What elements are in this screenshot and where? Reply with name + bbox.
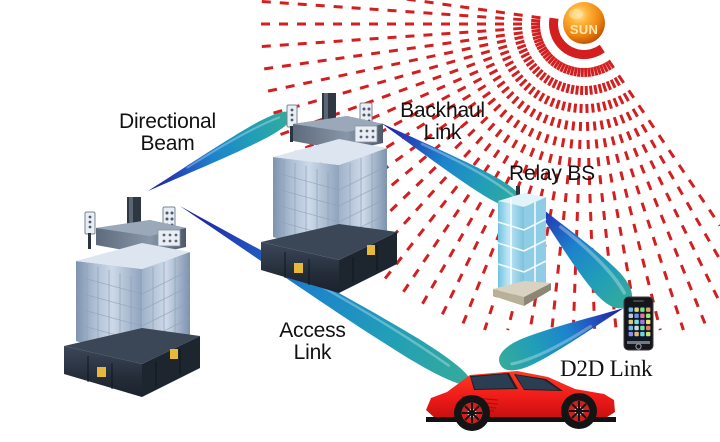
backhaul-beam: [381, 123, 523, 209]
antenna-panel-icon: [84, 211, 96, 249]
sun-ray: [254, 24, 559, 49]
beam-lobe: [499, 308, 624, 371]
beam-highlight: [510, 324, 593, 366]
sun-ray: [587, 49, 640, 331]
sun-ray: [483, 48, 578, 331]
beam-highlight: [186, 116, 281, 169]
sun-ray: [594, 46, 720, 304]
relay-access-beam: [531, 200, 633, 309]
directional-beam: [148, 111, 293, 191]
antenna-panel-icon: [286, 104, 298, 142]
d2d-beam: [499, 308, 624, 371]
label-relay-bs: Relay BS: [509, 162, 595, 185]
macro-base-station-left[interactable]: [64, 197, 200, 397]
sun-label: SUN: [570, 22, 598, 37]
beam-lobe: [531, 200, 633, 309]
mobile-user[interactable]: [623, 296, 654, 351]
sun: SUN: [563, 2, 605, 44]
beam-lobe: [180, 206, 471, 385]
sun-ray: [362, 42, 568, 271]
sun-ray: [254, 0, 559, 24]
beam-lobe: [381, 123, 523, 209]
sun-ray: [256, 26, 559, 72]
beam-lobes: [148, 111, 633, 385]
relay-antenna-icon: [516, 186, 520, 200]
sun-ray: [550, 49, 583, 331]
label-d2d-link: D2D Link: [560, 356, 653, 381]
sun-ray: [590, 48, 685, 331]
sun-ray: [273, 31, 561, 139]
beam-lobe: [148, 111, 293, 191]
phone-app-grid-icon: [628, 307, 651, 337]
sun-ray: [266, 29, 560, 117]
beam-highlight: [420, 142, 514, 197]
relay-base-station[interactable]: [493, 186, 551, 306]
sun-ray: [595, 45, 720, 261]
sun-ray: [597, 44, 720, 227]
sun-ray: [588, 48, 662, 331]
macro-base-station-right[interactable]: [261, 93, 397, 293]
sun-ray: [379, 43, 570, 285]
label-directional-beam: Directional Beam: [118, 110, 216, 156]
label-backhaul-link: Backhaul Link: [400, 99, 485, 145]
beam-highlight: [558, 225, 626, 295]
label-access-link: Access Link: [279, 319, 346, 365]
sun-ray: [260, 27, 559, 95]
sun-ray: [592, 47, 709, 331]
vehicle-user[interactable]: [426, 371, 616, 431]
